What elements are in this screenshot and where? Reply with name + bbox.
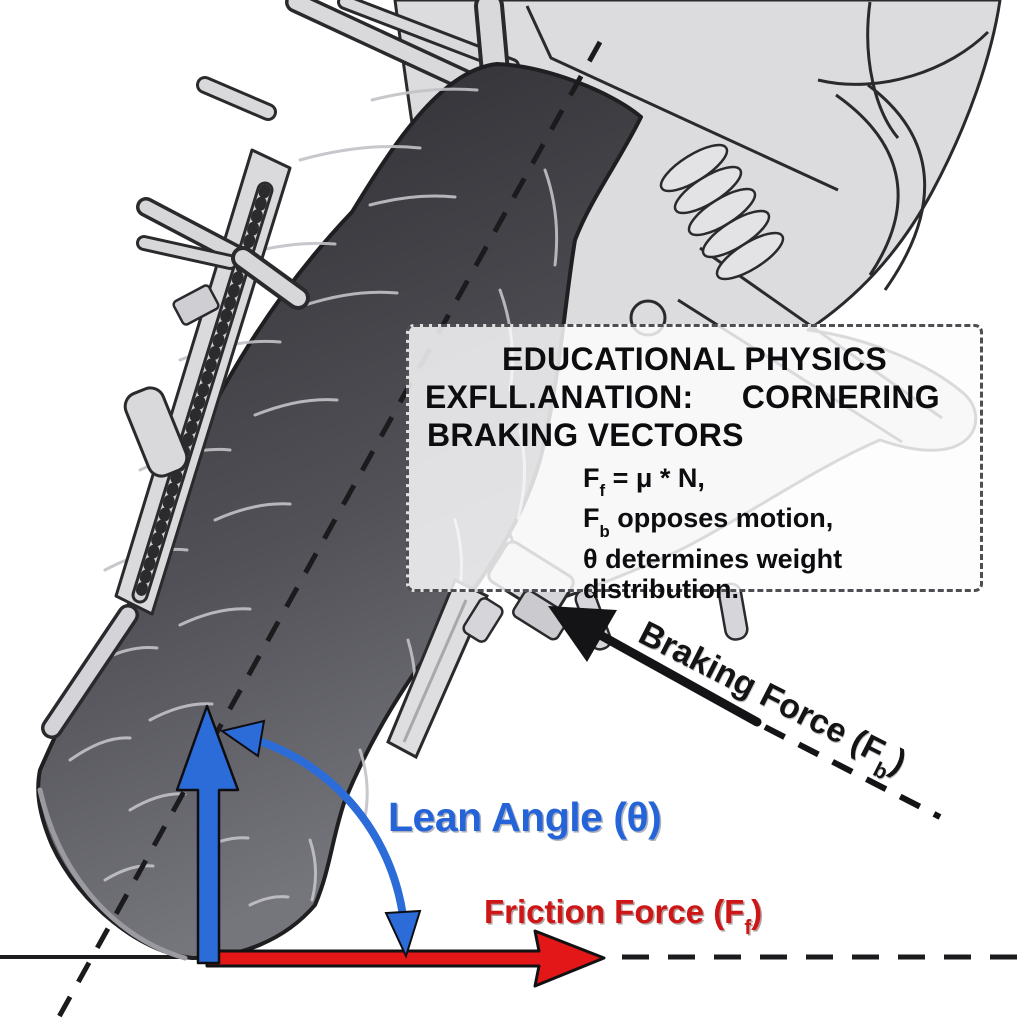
- lean-angle-arc-curve: [257, 737, 407, 917]
- heading-line-1: EDUCATIONAL PHYSICS: [502, 341, 887, 377]
- tire-edge-highlight: [37, 787, 188, 961]
- frame-rail-curve-1: [835, 93, 900, 276]
- equations-block: Ff = μ * N, Fb opposes motion, θ determi…: [583, 463, 964, 604]
- info-box-heading: EDUCATIONAL PHYSICS EXFLL.ANATION: CORNE…: [425, 340, 964, 454]
- guard-extension-fill: [44, 607, 136, 736]
- braking-force-arrow: [548, 606, 942, 820]
- vertical-axis-arrow: [175, 704, 240, 965]
- shock-spring: [659, 143, 785, 281]
- tire-axis-dashed-line: [52, 40, 603, 1024]
- heading-line-2-left: EXFLL.ANATION:: [425, 379, 694, 415]
- braking-force-shaft: [597, 631, 762, 727]
- peg-block: [172, 284, 220, 326]
- equation-line: Fb opposes motion,: [583, 503, 834, 541]
- caliper-pad: [512, 589, 570, 641]
- lean-angle-arc: [219, 719, 422, 959]
- grip-peg: [123, 386, 189, 478]
- frame-rail-curve-2: [867, 83, 927, 291]
- braking-force-arrowhead: [548, 606, 617, 662]
- friction-force-label: Friction Force (Ff): [484, 893, 763, 940]
- tail-front-edge: [866, 1, 900, 139]
- heading-line-2-right: CORNERING: [741, 379, 940, 415]
- footpeg-bracket: [136, 197, 310, 310]
- chain-guard-assembly: [41, 148, 310, 739]
- tail-cowl-edge: [817, 30, 990, 86]
- equation-line: Ff = μ * N,: [583, 463, 705, 501]
- braking-force-dashed-tail: [763, 724, 942, 820]
- lean-angle-arc-head-top: [219, 719, 266, 758]
- rim-strip-line: [402, 599, 468, 743]
- heading-line-3: BRAKING VECTORS: [427, 417, 744, 453]
- equation-line: distribution.: [583, 573, 739, 604]
- equation-line: θ determines weight: [583, 543, 843, 574]
- rear-tire: [36, 62, 643, 961]
- seat-panel-edge: [525, 5, 839, 192]
- friction-force-arrow: [205, 929, 606, 988]
- caliper-mount: [462, 597, 504, 643]
- lean-angle-arc-head-bottom: [384, 909, 422, 959]
- lean-angle-label: Lean Angle (θ): [388, 794, 662, 840]
- info-box: EDUCATIONAL PHYSICS EXFLL.ANATION: CORNE…: [406, 324, 983, 604]
- heading-line-2: EXFLL.ANATION: CORNERING: [425, 378, 964, 416]
